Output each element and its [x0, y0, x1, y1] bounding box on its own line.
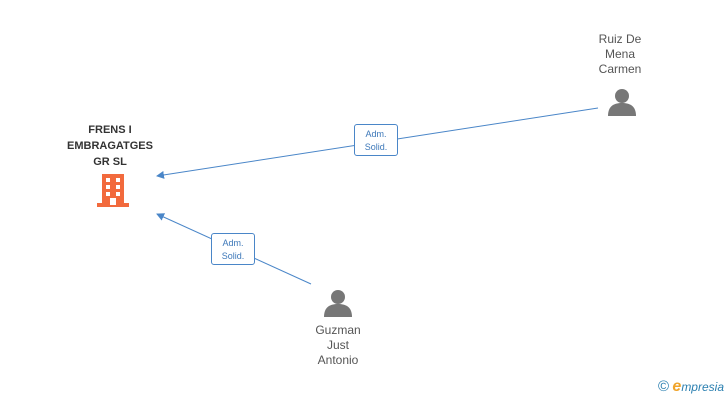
company-name-line: EMBRAGATGES	[67, 140, 153, 152]
person-name-ruiz[interactable]: Ruiz De Mena Carmen	[572, 32, 668, 77]
edge-label-line: Solid.	[364, 142, 388, 152]
company-name-line: FRENS I	[88, 124, 132, 136]
person-name-line: Mena	[604, 47, 636, 61]
brand-initial: e	[672, 378, 682, 395]
copyright-icon: ©	[658, 378, 670, 395]
person-icon[interactable]	[324, 290, 352, 317]
edge-label-line: Adm.	[222, 238, 244, 248]
person-name-line: Antonio	[317, 353, 359, 367]
company-name-line: GR SL	[93, 156, 127, 168]
edge-label-line: Adm.	[365, 129, 387, 139]
brand-footer[interactable]: © empresia	[658, 378, 724, 396]
person-name-line: Guzman	[315, 323, 361, 337]
edge-label-ruiz[interactable]: Adm. Solid.	[354, 124, 398, 156]
person-name-line: Carmen	[598, 62, 642, 76]
edge-label-line: Solid.	[221, 251, 245, 261]
person-name-line: Ruiz De	[598, 32, 642, 46]
person-icon[interactable]	[608, 89, 636, 116]
building-icon[interactable]	[97, 174, 129, 207]
person-name-guzman[interactable]: Guzman Just Antonio	[290, 323, 386, 368]
brand-name: mpresia	[681, 380, 724, 394]
edge-label-guzman[interactable]: Adm. Solid.	[211, 233, 255, 265]
company-name[interactable]: FRENS I EMBRAGATGES GR SL	[40, 122, 180, 170]
person-name-line: Just	[326, 338, 349, 352]
